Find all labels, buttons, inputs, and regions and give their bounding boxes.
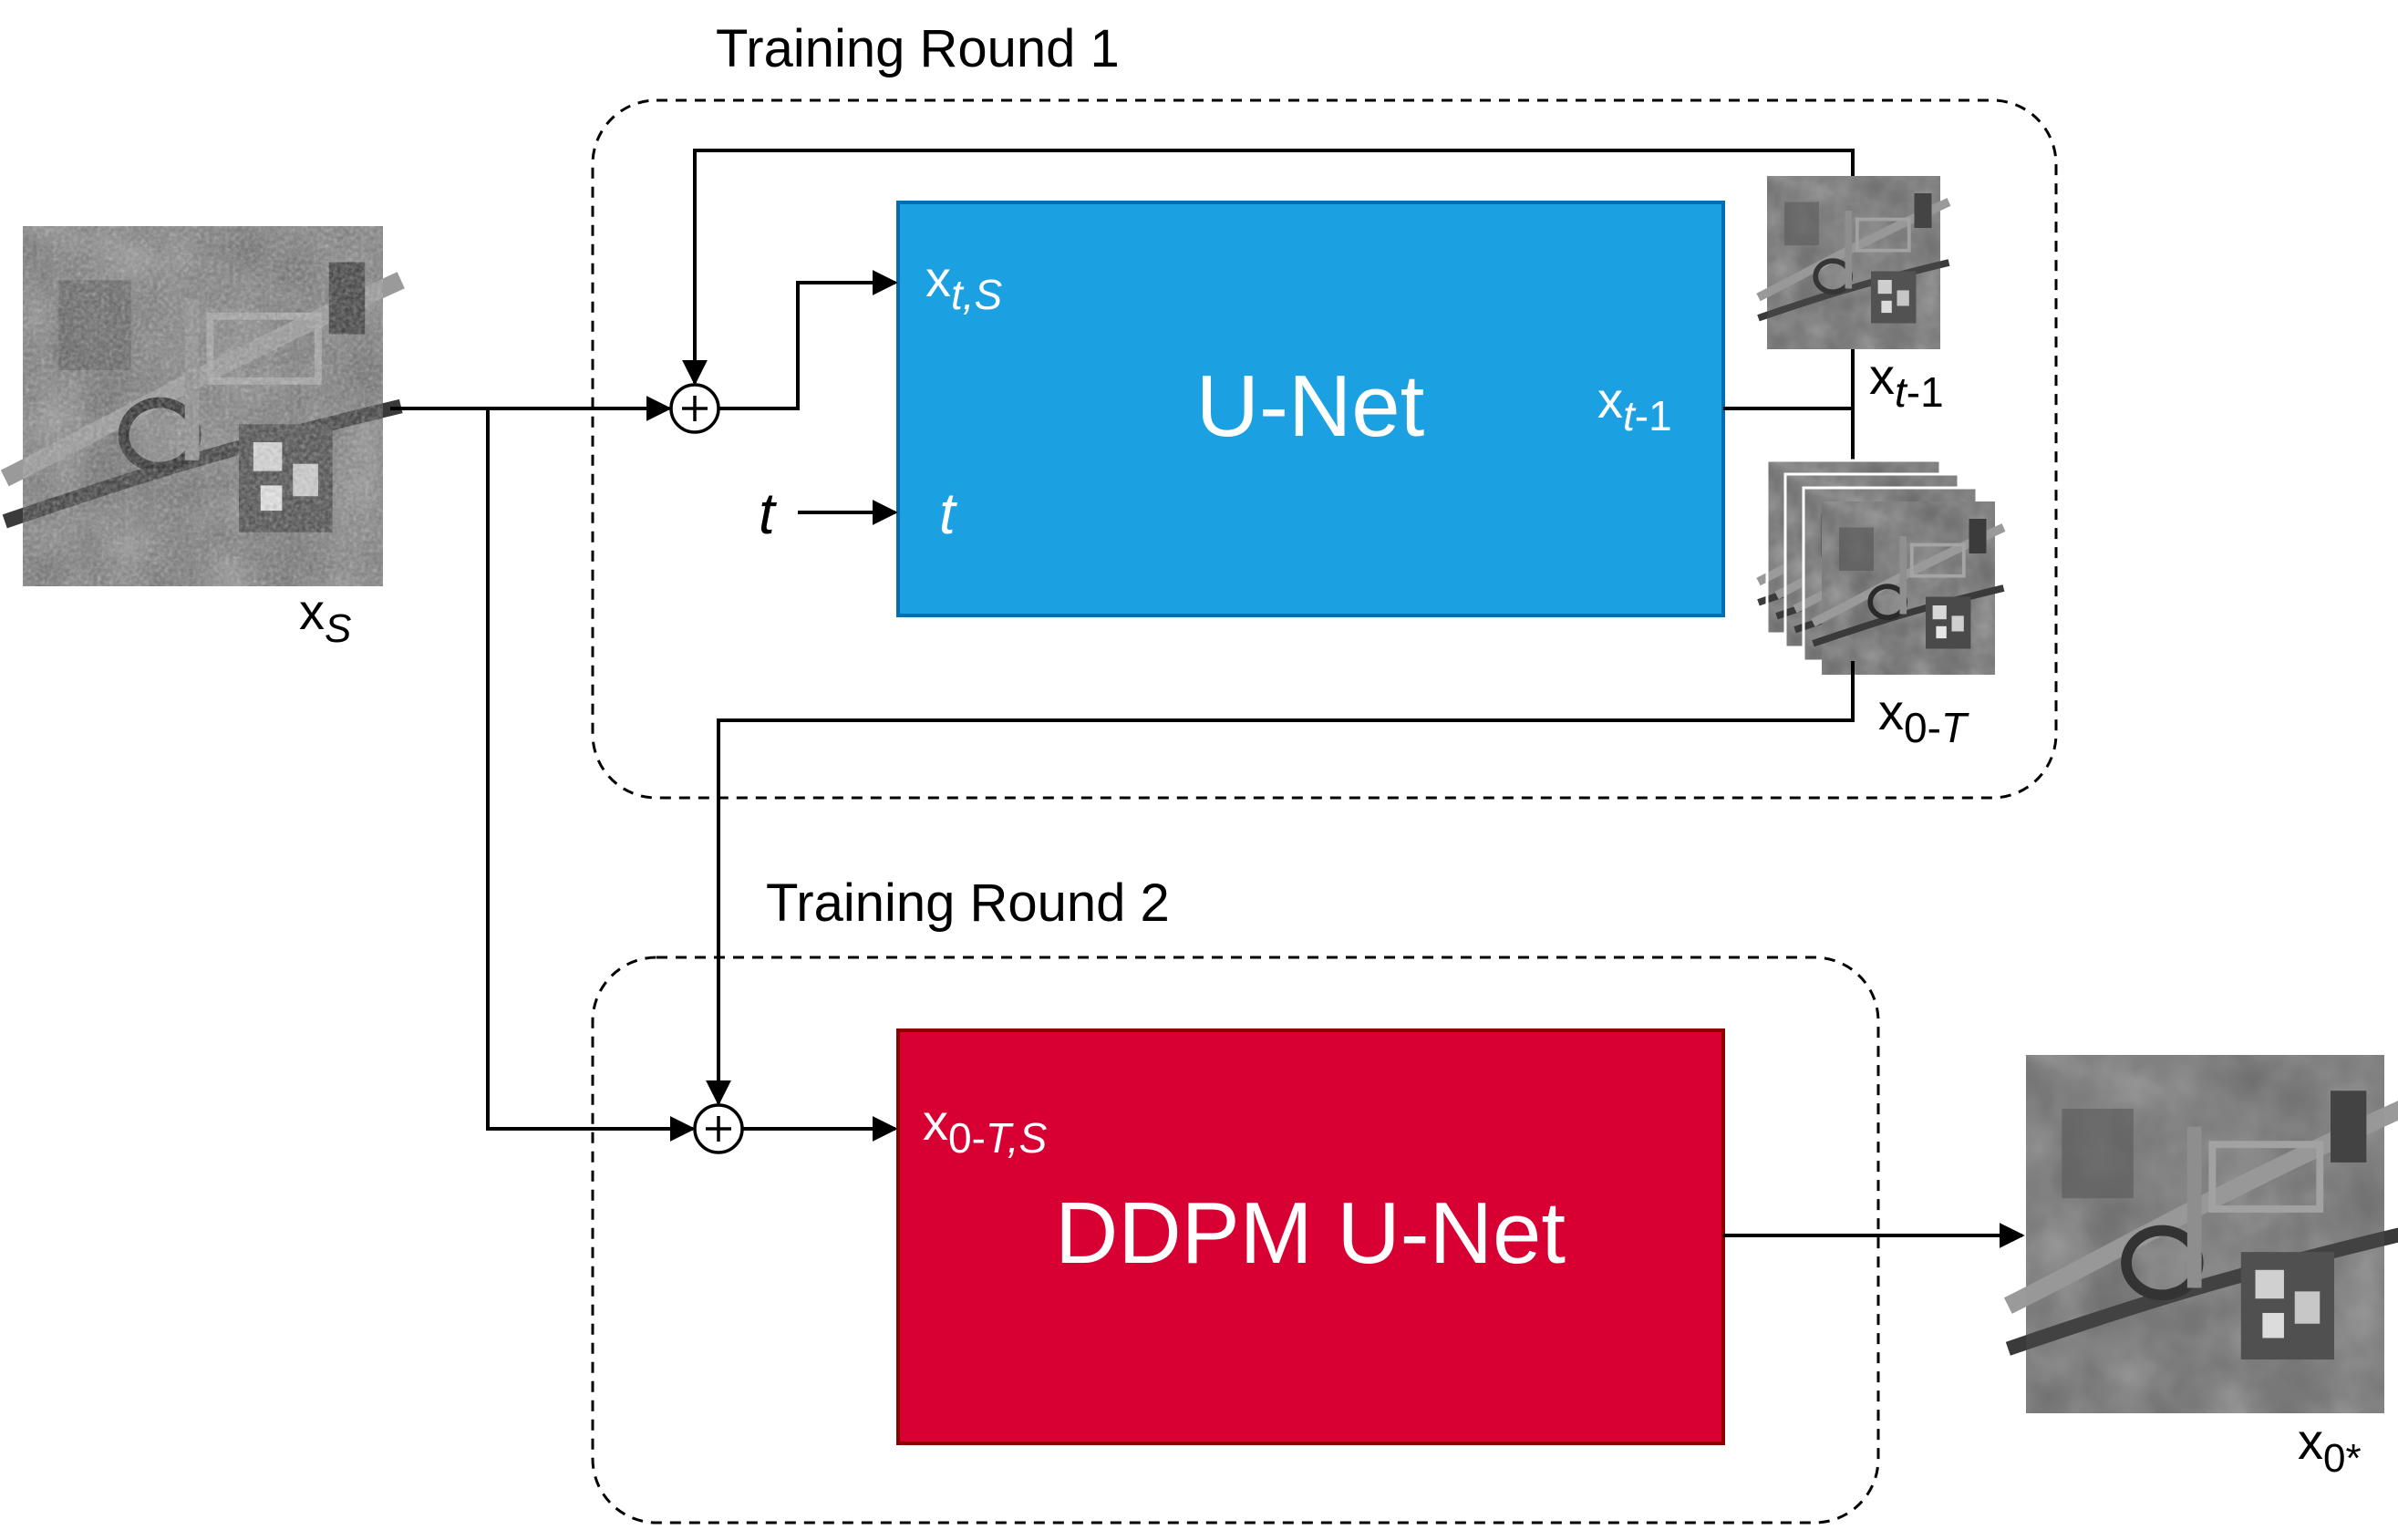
training-round-1-title: Training Round 1	[716, 19, 1120, 78]
sum-node-round-1	[669, 383, 720, 434]
stack-to-sum2-line	[706, 661, 1855, 1106]
unet-input-xts-label: xt,S	[925, 250, 1003, 318]
thumbnail-xt-1-label: xt-1	[1869, 347, 1944, 416]
training-round-2-title: Training Round 2	[766, 873, 1170, 933]
thumbnail-stack-x0-T	[1759, 460, 2004, 675]
ddpm-unet-title: DDPM U-Net	[1055, 1184, 1566, 1282]
output-label: x0*	[2298, 1412, 2362, 1481]
ddpm-input-label: x0-T,S	[923, 1093, 1048, 1162]
unet-title: U-Net	[1196, 357, 1425, 455]
output-image-x0	[2008, 1055, 2398, 1413]
input-image-xs	[5, 226, 401, 586]
xs-to-sum2-line	[486, 408, 696, 1142]
thumbnail-stack-label: x0-T	[1878, 683, 1969, 751]
ddpm-unet-block	[896, 1028, 1725, 1445]
sum-node-round-2	[693, 1103, 744, 1154]
training-round-2-group	[591, 956, 1880, 1524]
input-label: xS	[299, 583, 351, 651]
unet-input-t-label: t	[939, 481, 957, 546]
sum1-to-unet-line	[718, 270, 898, 410]
thumbnail-xt-1	[1759, 176, 1949, 349]
unet-block	[896, 201, 1725, 617]
external-t-label: t	[759, 481, 777, 546]
unet-output-label: xt-1	[1597, 371, 1672, 439]
